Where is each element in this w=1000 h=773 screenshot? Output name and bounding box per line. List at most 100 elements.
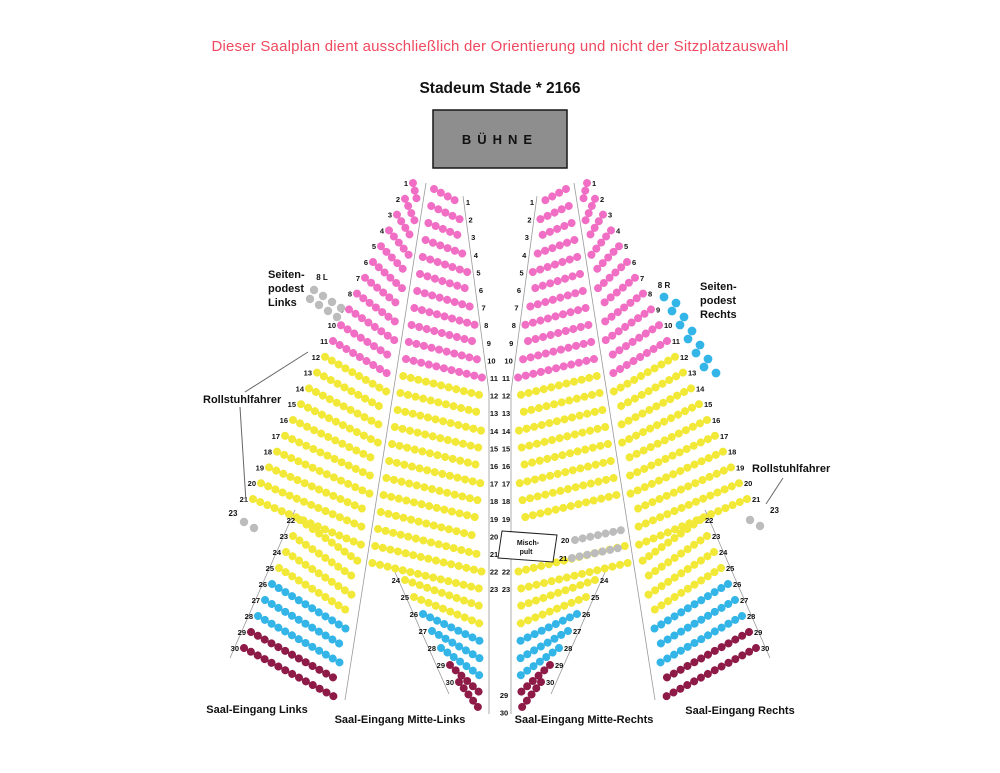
row-number: 15	[288, 400, 296, 409]
row-number: 8	[648, 290, 652, 299]
row-number: 24	[719, 548, 728, 557]
row-number: 21	[559, 554, 567, 563]
row-number: 5	[476, 268, 480, 277]
row-number: 12	[490, 392, 498, 401]
row-number: 16	[490, 462, 498, 471]
stage	[432, 109, 568, 169]
row-number: 12	[312, 353, 320, 362]
row-number: 20	[561, 536, 569, 545]
aisle-line	[573, 182, 656, 701]
row-number: 29	[437, 661, 445, 670]
row-number: 20	[744, 479, 752, 488]
wheelchair-row-tag: 23	[229, 509, 238, 518]
seat-row	[532, 219, 576, 242]
seat-row	[289, 532, 361, 583]
row-number: 28	[428, 644, 436, 653]
seat-row	[594, 273, 639, 311]
row-number: 26	[410, 610, 418, 619]
orientation-notice: Dieser Saalplan dient ausschließlich der…	[211, 38, 789, 55]
row-number: 10	[664, 321, 672, 330]
seat-row	[514, 678, 545, 717]
row-number: 12	[680, 353, 688, 362]
row-number: 23	[280, 532, 288, 541]
rollstuhlfahrer-links-label: Rollstuhlfahrer	[203, 394, 282, 406]
row-number: 23	[502, 585, 510, 594]
seitenpodest-rechts-label: Rechts	[700, 309, 737, 321]
pointer-line	[244, 351, 309, 393]
row-number: 2	[396, 195, 400, 204]
seat-row	[446, 661, 486, 699]
row-number: 1	[530, 198, 534, 207]
wheelchair-seat	[239, 517, 249, 527]
row-number: 26	[733, 580, 741, 589]
seat-row	[329, 337, 394, 379]
podest-rechts-seat	[691, 348, 701, 358]
podest-links-seat	[314, 300, 324, 310]
entrance-label: Saal-Eingang Rechts	[685, 705, 794, 717]
podest-rechts-seat	[711, 368, 721, 378]
seat-row	[645, 564, 725, 617]
seat-row	[517, 321, 593, 347]
seat-row	[382, 474, 486, 506]
podest-rechts-seat	[703, 354, 713, 364]
row-number: 28	[747, 612, 755, 621]
seat-row	[650, 596, 739, 651]
seitenpodest-links-label: Links	[268, 297, 297, 309]
row-number: 11	[502, 374, 510, 383]
row-number: 9	[656, 305, 660, 314]
seat-row	[396, 389, 486, 418]
row-number: 16	[502, 462, 510, 471]
row-number: 20	[490, 532, 498, 541]
seat-row	[399, 372, 486, 400]
row-number: 30	[446, 678, 454, 687]
row-number: 25	[591, 593, 599, 602]
row-number: 24	[600, 576, 609, 585]
row-number: 9	[509, 339, 513, 348]
mischpult-label: Misch-	[517, 540, 540, 547]
seat-row	[393, 210, 417, 243]
seat-row	[578, 179, 591, 209]
row-number: 3	[388, 211, 392, 220]
seat-row	[321, 352, 392, 396]
seat-row	[281, 431, 378, 481]
row-number: 1	[466, 198, 470, 207]
aisle-line	[393, 569, 450, 695]
row-number: 29	[500, 691, 508, 700]
row-number: 30	[500, 708, 508, 717]
row-number: 30	[231, 644, 239, 653]
seat-row	[388, 440, 486, 470]
row-number: 11	[490, 374, 498, 383]
row-number: 22	[502, 568, 510, 577]
seat-row	[620, 416, 711, 464]
seat-row	[514, 389, 604, 418]
wheelchair-row-tag: 23	[770, 506, 779, 515]
row-number: 8	[348, 290, 352, 299]
row-number: 15	[704, 400, 712, 409]
seat-row	[376, 508, 481, 541]
row-number: 2	[527, 216, 531, 225]
row-number: 19	[502, 515, 510, 524]
row-number: 7	[514, 304, 518, 313]
seat-row	[656, 628, 753, 685]
seat-row	[592, 258, 631, 294]
entrance-label: Saal-Eingang Links	[206, 704, 307, 716]
podest-links-seat	[305, 294, 315, 304]
row-number: 27	[419, 627, 427, 636]
seat-row	[424, 219, 468, 242]
row-number: 8	[512, 321, 516, 330]
row-number: 3	[471, 233, 475, 242]
wheelchair-seat	[745, 515, 755, 525]
seat-row	[525, 270, 584, 294]
seat-row	[636, 516, 704, 566]
row-number: 26	[582, 610, 590, 619]
seat-row	[603, 321, 663, 362]
row-number: 2	[469, 216, 473, 225]
podest-links-seat	[323, 306, 333, 316]
seat-row	[514, 423, 610, 453]
row-number: 18	[490, 497, 498, 506]
row-number: 19	[736, 463, 744, 472]
seat-row	[337, 321, 397, 362]
seat-row	[600, 305, 655, 345]
seat-row	[361, 273, 406, 311]
row-number: 10	[504, 356, 512, 365]
